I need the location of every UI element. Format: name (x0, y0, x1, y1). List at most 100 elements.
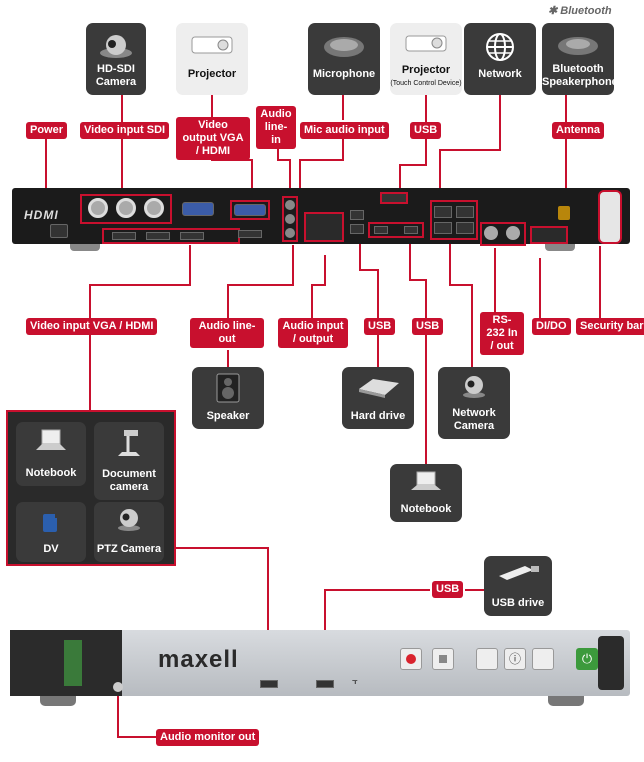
tile-speaker: Speaker (192, 367, 264, 429)
audio-jack-3 (285, 228, 295, 238)
audio-jacks (282, 196, 298, 242)
front-right-grip (598, 636, 624, 690)
tile-projector: Projector (176, 23, 248, 95)
sdi-ports (80, 194, 172, 224)
panel-tile-ptz-camera: PTZ Camera (94, 502, 164, 562)
tile-network-camera: Network Camera (438, 367, 510, 439)
label-usb-top: USB (410, 122, 442, 139)
camera-icon (459, 373, 489, 402)
label-usb-2: USB (412, 318, 444, 335)
hdmi-input-2 (146, 232, 170, 240)
projector-icon (189, 31, 235, 60)
tile-microphone: Microphone (308, 23, 380, 95)
label-audio-line-out: Audio line-out (190, 318, 264, 348)
hdmi-output-port (238, 230, 262, 238)
bnc-port-2 (116, 198, 136, 218)
info-button[interactable]: ⓘ (504, 648, 526, 670)
tile-hard-drive: Hard drive (342, 367, 414, 429)
record-button[interactable] (400, 648, 422, 670)
lan-port-2 (456, 206, 474, 218)
power-port (50, 224, 68, 238)
stop-icon (439, 655, 447, 663)
hdmi-input-3 (180, 232, 204, 240)
tile-projector-touch: Projector (Touch Control Device) (390, 23, 462, 95)
rear-foot-right (545, 244, 575, 251)
label-video-input-vga-hdmi: Video input VGA / HDMI (26, 318, 158, 335)
bluetooth-icon: ✱ (548, 5, 558, 17)
usb-drive-icon (495, 562, 541, 587)
info-icon: ⓘ (508, 652, 521, 666)
panel-tile-notebook: Notebook (16, 422, 86, 486)
usb-a-top (380, 192, 408, 204)
speaker-icon (215, 373, 241, 406)
label-video-output: Video output VGA / HDMI (176, 117, 250, 160)
mute-button[interactable] (532, 648, 554, 670)
dido-terminal (530, 226, 568, 244)
label-audio-monitor-out: Audio monitor out (156, 729, 260, 746)
front-foot-right (548, 696, 584, 706)
usb-a-port-1 (350, 210, 364, 220)
panel-tile-dv: DV (16, 502, 86, 562)
laptop-icon (34, 428, 68, 457)
microphone-icon (322, 31, 366, 62)
speakerphone-icon (556, 31, 600, 60)
usb-b-box (368, 222, 424, 238)
tile-network: Network (464, 23, 536, 95)
lan-port-3 (434, 222, 452, 234)
vga-input-port (182, 202, 214, 216)
rs232-port-1 (484, 226, 498, 240)
lan-port-4 (456, 222, 474, 234)
hdmi-front-port (260, 680, 278, 688)
label-usb-front: USB (432, 581, 464, 598)
stop-button[interactable] (432, 648, 454, 670)
usb-symbol-icon: ⫟ (352, 676, 359, 687)
label-antenna: Antenna (552, 122, 604, 139)
audio-monitor-jack (113, 682, 123, 692)
bnc-port-1 (88, 198, 108, 218)
front-terminal-strip (64, 640, 82, 686)
bnc-port-3 (144, 198, 164, 218)
laptop-icon (409, 470, 443, 497)
power-icon: ⏻ (581, 651, 593, 666)
record-icon (406, 654, 416, 664)
tile-usb-drive: USB drive (484, 556, 552, 616)
usb-b-port-1 (374, 226, 388, 234)
hard-drive-icon (355, 375, 401, 402)
camcorder-icon (39, 508, 63, 539)
hdmi-logo: HDMI (24, 208, 59, 222)
bluetooth-logo: ✱ Bluetooth (548, 5, 612, 17)
label-power: Power (26, 122, 68, 139)
audio-jack-2 (285, 214, 295, 224)
vga-output-box (230, 200, 270, 220)
globe-icon (484, 31, 516, 66)
label-dido: DI/DO (532, 318, 571, 335)
panel-tile-document-camera: Document camera (94, 422, 164, 500)
label-security-bar: Security bar (576, 318, 644, 335)
audio-terminal-block (304, 212, 344, 242)
security-bar (598, 190, 622, 244)
usb-front-port (316, 680, 334, 688)
label-audio-line-in: Audio line-in (256, 106, 296, 149)
input-panel: Notebook Document camera DV PTZ Camera (6, 410, 176, 566)
camera-icon (114, 506, 144, 535)
rear-panel: HDMI (12, 188, 630, 246)
front-panel: maxell ⫟ ⓘ ⏻ (10, 630, 630, 696)
lan-ports (430, 200, 478, 240)
tile-notebook-bottom: Notebook (390, 464, 462, 522)
rs232-port-2 (506, 226, 520, 240)
label-video-input-sdi: Video input SDI (80, 122, 170, 139)
label-rs232: RS-232 In / out (480, 312, 524, 355)
display-button[interactable] (476, 648, 498, 670)
usb-a-port-2 (350, 224, 364, 234)
usb-b-port-2 (404, 226, 418, 234)
maxell-logo: maxell (158, 646, 239, 673)
camera-icon (98, 31, 134, 62)
audio-jack-1 (285, 200, 295, 210)
label-usb-1: USB (364, 318, 396, 335)
label-mic-audio-input: Mic audio input (300, 122, 389, 139)
vga-output-port (234, 204, 266, 216)
label-audio-io: Audio input / output (278, 318, 348, 348)
front-foot-left (40, 696, 76, 706)
power-button[interactable]: ⏻ (576, 648, 598, 670)
tile-bt-speakerphone: Bluetooth Speakerphone (542, 23, 618, 95)
